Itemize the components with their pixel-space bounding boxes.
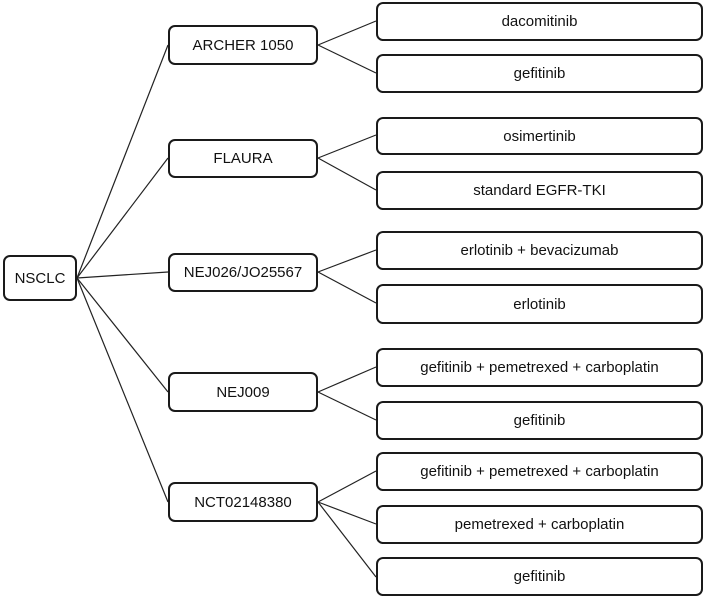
root-node-nsclc: NSCLC xyxy=(3,255,77,301)
arm-node-nej026-1: erlotinib + bevacizumab xyxy=(376,231,703,270)
trial-node-nej009: NEJ009 xyxy=(168,372,318,412)
link-archer1050-arm-2 xyxy=(317,44,377,74)
link-nej026-arm-1 xyxy=(317,249,377,273)
link-nej009-arm-1 xyxy=(317,366,377,393)
arm-node-nct02148380-2: pemetrexed + carboplatin xyxy=(376,505,703,544)
arm-node-archer1050-2: gefitinib xyxy=(376,54,703,93)
arm-node-archer1050-1: dacomitinib xyxy=(376,2,703,41)
trial-node-nct02148380: NCT02148380 xyxy=(168,482,318,522)
link-flaura-arm-2 xyxy=(317,157,377,191)
link-nsclc-nct02148380 xyxy=(76,277,169,503)
trial-node-nej026-jo25567: NEJ026/JO25567 xyxy=(168,253,318,292)
trial-node-archer1050: ARCHER 1050 xyxy=(168,25,318,65)
arm-node-nej009-1: gefitinib + pemetrexed + carboplatin xyxy=(376,348,703,387)
link-nsclc-flaura xyxy=(76,157,169,279)
link-nsclc-nej009 xyxy=(76,277,169,393)
arm-node-nct02148380-1: gefitinib + pemetrexed + carboplatin xyxy=(376,452,703,491)
link-archer1050-arm-1 xyxy=(317,20,377,46)
arm-node-nej009-2: gefitinib xyxy=(376,401,703,440)
arm-node-flaura-2: standard EGFR-TKI xyxy=(376,171,703,210)
arm-node-flaura-1: osimertinib xyxy=(376,117,703,155)
link-nsclc-nej026 xyxy=(76,271,169,279)
link-nct02148380-arm-2 xyxy=(317,501,377,525)
arm-node-nct02148380-3: gefitinib xyxy=(376,557,703,596)
link-flaura-arm-1 xyxy=(317,134,377,159)
link-nct02148380-arm-1 xyxy=(317,470,377,503)
link-nct02148380-arm-3 xyxy=(317,501,377,578)
arm-node-nej026-2: erlotinib xyxy=(376,284,703,324)
link-nej026-arm-2 xyxy=(317,271,377,304)
link-nej009-arm-2 xyxy=(317,391,377,421)
link-nsclc-archer1050 xyxy=(76,44,169,279)
trial-node-flaura: FLAURA xyxy=(168,139,318,178)
